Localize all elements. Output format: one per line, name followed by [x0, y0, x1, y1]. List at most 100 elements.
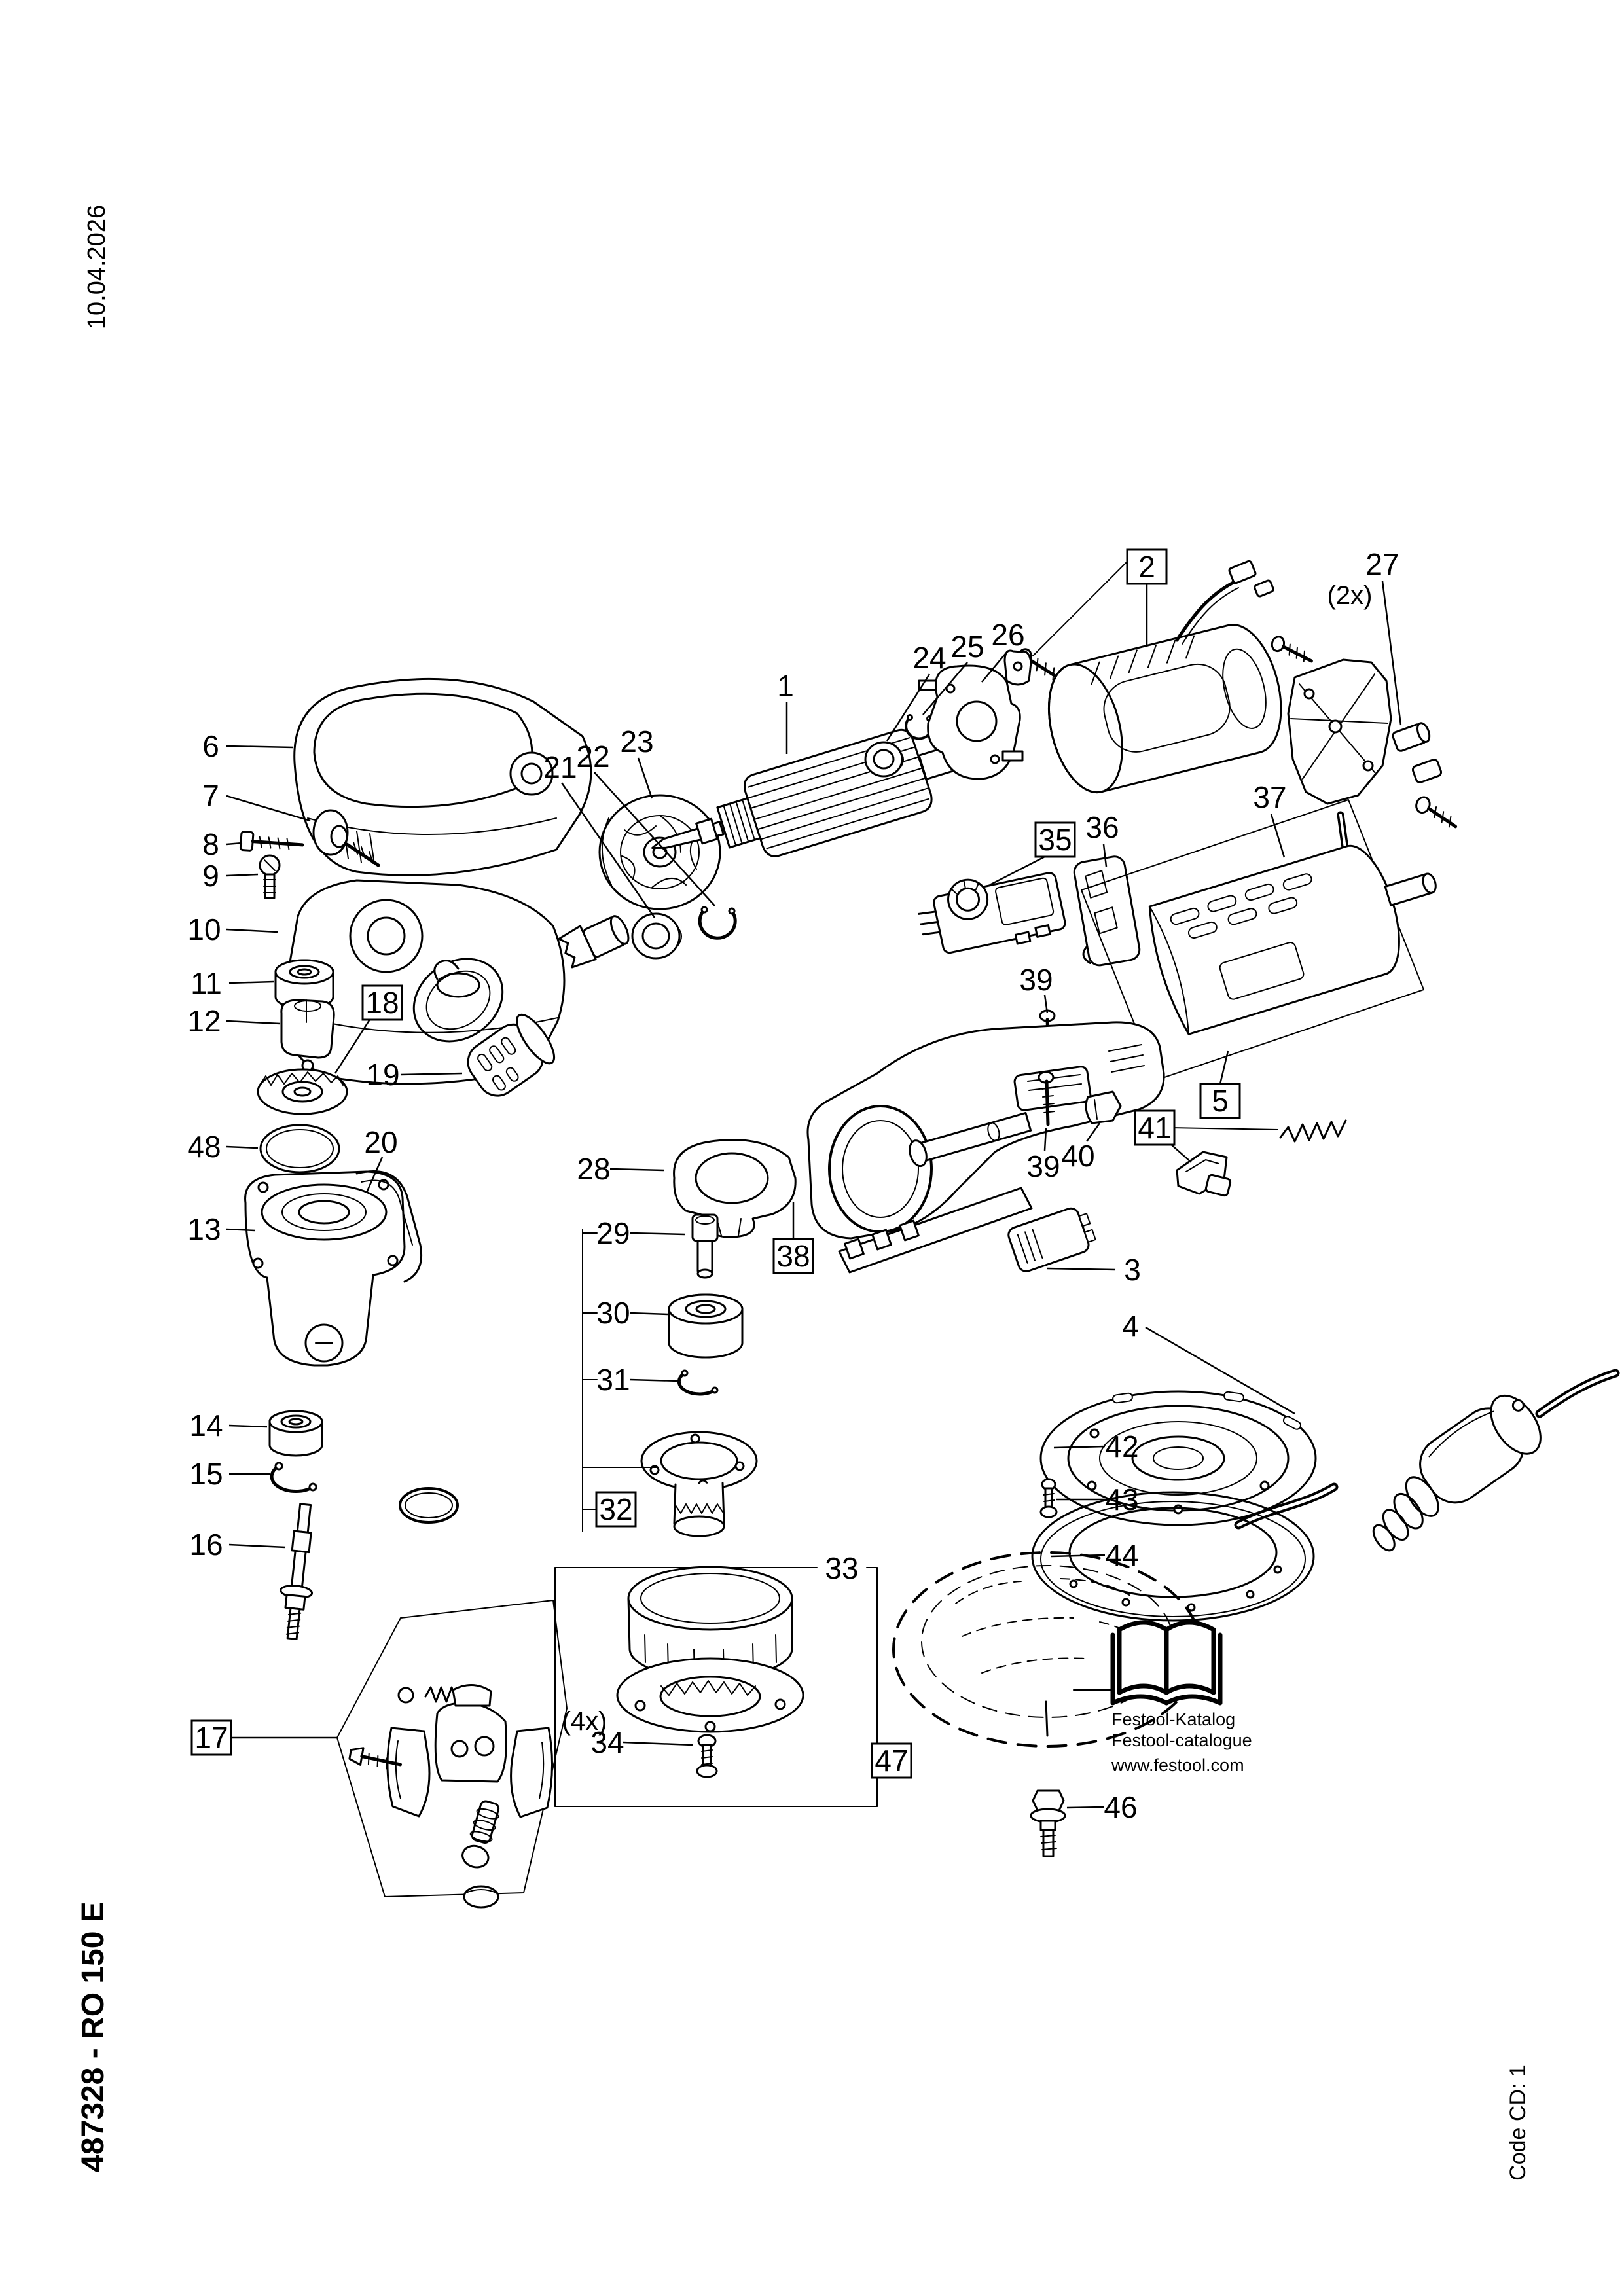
motor-housing-part: [1081, 796, 1458, 1081]
trigger-assembly-part: [336, 1487, 568, 1909]
backing-plate-part: [1039, 1390, 1317, 1526]
label-box-2: [1126, 548, 1168, 585]
circlip-22-part: [698, 906, 737, 940]
leader-line-18: [334, 1018, 372, 1074]
label-box-41: [1134, 1109, 1176, 1146]
part-label-27: 27: [1365, 547, 1399, 581]
leader-line-34: [623, 1741, 693, 1746]
lower-housing-part: [244, 1170, 423, 1367]
leader-line-39b: [1043, 1128, 1047, 1151]
leader-line-31: [629, 1378, 680, 1382]
part-label-39a: 39: [1019, 963, 1053, 997]
part-label-2: 2: [1138, 550, 1155, 584]
circlip-31-part: [677, 1369, 719, 1396]
leader-line-11: [228, 980, 274, 984]
part-label-46: 46: [1104, 1790, 1137, 1824]
part-label-24: 24: [912, 641, 946, 675]
catalog-url: www.festool.com: [1111, 1755, 1244, 1775]
circlip-15-part: [270, 1462, 317, 1494]
bearing-14-part: [268, 1410, 323, 1457]
clamp-collar-part: [673, 1139, 797, 1238]
leader-line-39a: [1043, 994, 1049, 1014]
label-box-38: [772, 1238, 814, 1274]
part-label-39b: 39: [1026, 1149, 1060, 1183]
screw-9-part: [259, 854, 281, 899]
leader-lines-layer: [226, 581, 1402, 1809]
catalog-book-icon: [1110, 1620, 1223, 1706]
part-label-44: 44: [1105, 1538, 1138, 1572]
leader-line-46: [1066, 1806, 1104, 1809]
bushing-part: [312, 809, 380, 867]
part-label-28: 28: [577, 1152, 610, 1186]
leader-line-23: [637, 757, 653, 799]
leader-line-5: [1219, 1050, 1229, 1085]
spindle-shaft-part: [280, 1503, 314, 1640]
part-label-7: 7: [202, 779, 219, 813]
leader-line-19: [400, 1072, 463, 1076]
part-label-29: 29: [596, 1216, 630, 1250]
label-box-32: [595, 1491, 637, 1528]
bearing-11-part: [274, 959, 334, 1010]
part-label-25: 25: [950, 630, 984, 664]
leader-line-28: [609, 1168, 664, 1172]
part-label-42: 42: [1105, 1429, 1138, 1463]
part-label-31: 31: [596, 1363, 630, 1397]
latch-part: [1176, 1119, 1347, 1197]
leader-line-14: [228, 1424, 268, 1428]
screw-8-part: [239, 831, 304, 852]
leader-line-22: [594, 772, 715, 906]
leader-line-8: [226, 842, 243, 846]
leader-line-7: [226, 795, 311, 822]
part-label-48: 48: [187, 1130, 221, 1164]
catalog-line-1: Festool-Katalog: [1111, 1710, 1235, 1729]
screw-34-part: [696, 1734, 718, 1778]
screw-46-part: [1030, 1789, 1066, 1857]
leader-line-30: [629, 1312, 668, 1316]
part-label-40: 40: [1061, 1139, 1094, 1173]
part-label-5: 5: [1212, 1084, 1229, 1118]
leader-line-4: [1145, 1326, 1295, 1415]
part-label-8: 8: [202, 827, 219, 861]
code-cd: Code CD: 1: [1506, 2064, 1530, 2181]
crown-gear-part: [257, 1068, 348, 1115]
part-label-23: 23: [620, 725, 653, 759]
leader-line-6: [226, 745, 294, 749]
side-handle-part: [412, 958, 556, 1097]
part-label-1: 1: [777, 669, 794, 703]
ring-gear-part: [616, 1657, 804, 1733]
label-box-18: [361, 984, 403, 1021]
part-label-37: 37: [1253, 780, 1286, 814]
leader-line-3: [1047, 1267, 1116, 1271]
screw-43-part: [1039, 1478, 1058, 1518]
leader-line-10: [226, 928, 278, 933]
part-label-14: 14: [189, 1408, 223, 1443]
field-coil-part: [1003, 560, 1282, 794]
label-box-35: [1034, 821, 1076, 858]
part-label-qty2x: (2x): [1327, 581, 1373, 610]
part-label-38: 38: [776, 1239, 810, 1273]
artwork-layer: [239, 557, 1620, 1909]
pin-part: [691, 1213, 719, 1279]
leader-line-16: [228, 1543, 286, 1549]
leader-line-35: [989, 855, 1047, 886]
leader-line-20: [365, 1157, 384, 1193]
part-label-22: 22: [576, 740, 609, 774]
leader-line-9: [226, 873, 259, 877]
part-label-4: 4: [1122, 1309, 1139, 1343]
leader-line-29: [629, 1232, 685, 1236]
leader-line-48: [226, 1145, 259, 1149]
part-label-10: 10: [187, 912, 221, 946]
construction-lines: [554, 557, 1278, 1807]
pinion-gear-part: [558, 915, 630, 969]
leader-line-26: [981, 650, 1009, 683]
part-label-34: 34: [590, 1725, 624, 1759]
leader-line-12: [226, 1020, 281, 1025]
coupling-part: [280, 999, 335, 1059]
power-cord-part: [1234, 1369, 1620, 1552]
part-label-35: 35: [1038, 823, 1072, 857]
label-box-17: [190, 1719, 232, 1756]
brush-holder-part: [1271, 636, 1443, 805]
part-label-16: 16: [189, 1528, 223, 1562]
